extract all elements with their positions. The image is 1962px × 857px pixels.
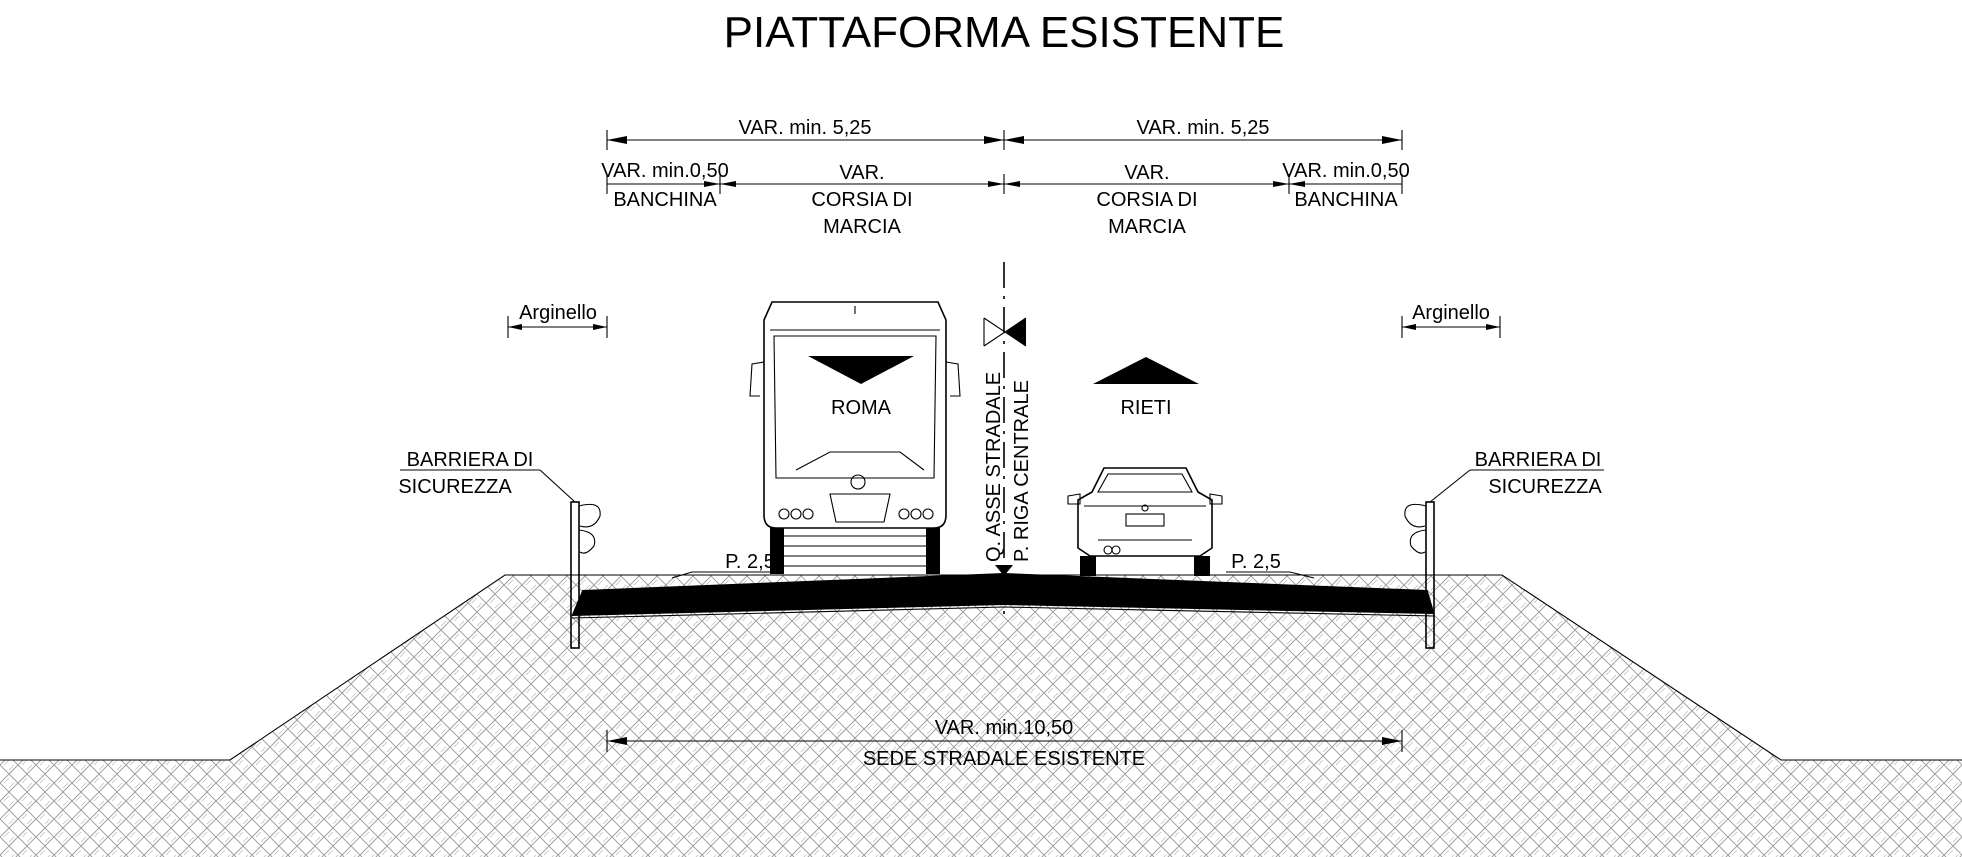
label-barrier-right-1: BARRIERA DI (1475, 449, 1602, 471)
dim-total-width: VAR. min.10,50 (935, 717, 1074, 739)
label-lane-left-2: MARCIA (823, 216, 901, 238)
label-slope-right: P. 2,5 (1231, 551, 1281, 573)
dim-right-half: VAR. min. 5,25 (1136, 117, 1269, 139)
arginello-right-marker (1401, 316, 1501, 338)
label-axis-2: P. RIGA CENTRALE (1011, 380, 1033, 562)
label-roadbed: SEDE STRADALE ESISTENTE (863, 748, 1145, 770)
dim-right-lane: VAR. (1124, 162, 1169, 184)
dimension-half-widths (606, 130, 1403, 150)
drawing-title: PIATTAFORMA ESISTENTE (724, 8, 1285, 57)
dim-left-lane: VAR. (839, 162, 884, 184)
dim-left-half: VAR. min. 5,25 (738, 117, 871, 139)
label-axis-1: Q. ASSE STRADALE (983, 372, 1005, 562)
barrier-leader-left (400, 469, 576, 503)
label-barrier-left-1: BARRIERA DI (407, 449, 534, 471)
label-banchina-right: BANCHINA (1294, 189, 1398, 211)
label-lane-right-2: MARCIA (1108, 216, 1186, 238)
dimension-total-width (606, 730, 1403, 752)
bus-illustration (749, 301, 961, 574)
slope-marker-left (671, 571, 782, 579)
label-arginello-left: Arginello (519, 302, 597, 324)
label-direction-rieti: RIETI (1120, 397, 1171, 419)
barrier-leader-right (1429, 469, 1604, 503)
label-arginello-right: Arginello (1412, 302, 1490, 324)
shoulder-right-edge (1426, 589, 1435, 615)
label-lane-left-1: CORSIA DI (811, 189, 912, 211)
direction-arrow-down (808, 356, 914, 384)
dim-left-shoulder: VAR. min.0,50 (601, 160, 728, 182)
slope-marker-right (1226, 571, 1315, 579)
label-barrier-left-2: SICUREZZA (398, 476, 512, 498)
embankment-fill (0, 575, 1962, 857)
shoulder-left-edge (571, 589, 584, 617)
label-barrier-right-2: SICUREZZA (1488, 476, 1602, 498)
dimension-lanes (606, 174, 1403, 194)
arginello-left-marker (507, 316, 608, 338)
direction-arrow-up (1093, 357, 1199, 384)
axis-symbol (983, 317, 1027, 576)
dim-right-shoulder: VAR. min.0,50 (1282, 160, 1409, 182)
label-banchina-left: BANCHINA (613, 189, 717, 211)
asphalt-pavement (572, 573, 1434, 616)
label-direction-roma: ROMA (831, 397, 892, 419)
pavement-base-line (571, 606, 1435, 619)
label-lane-right-1: CORSIA DI (1096, 189, 1197, 211)
car-illustration (1067, 467, 1223, 576)
label-slope-left: P. 2,5 (725, 551, 775, 573)
